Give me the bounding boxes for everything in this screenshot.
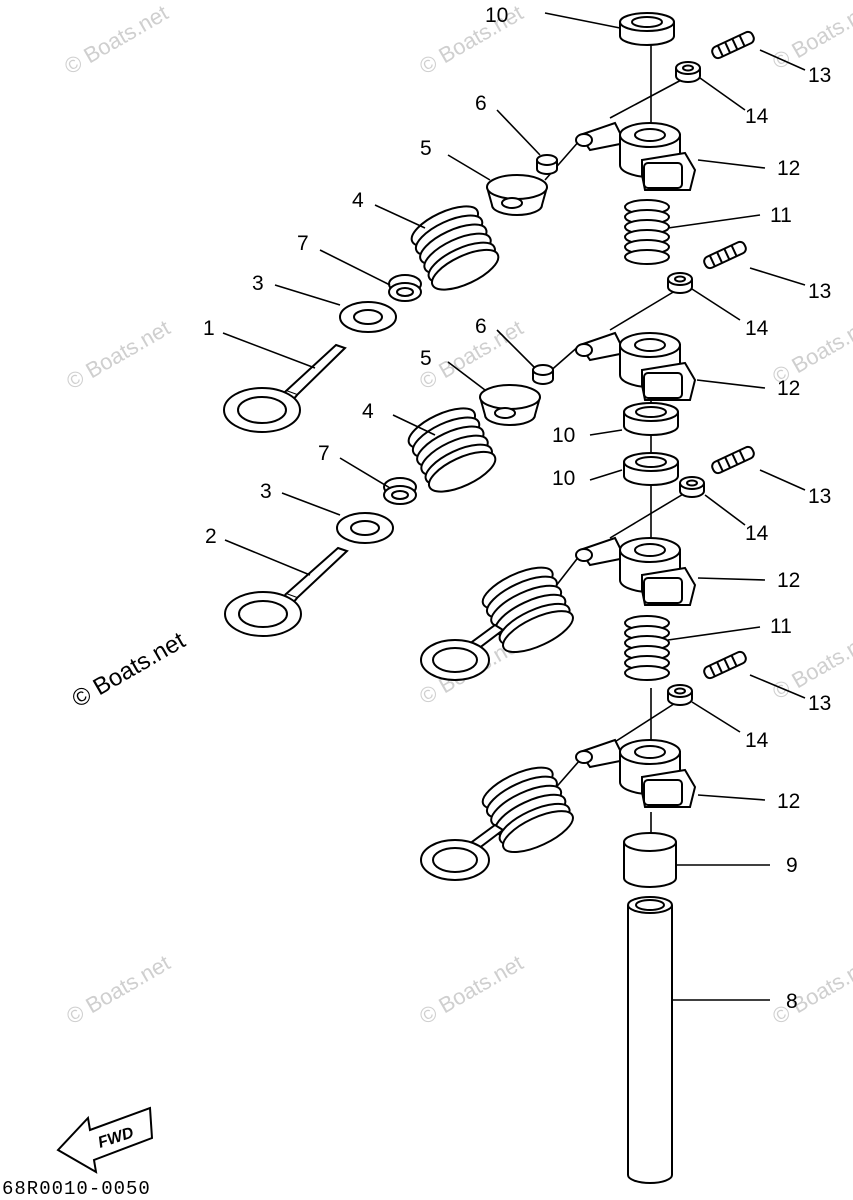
intake-valve-1 [223, 343, 347, 433]
nut-14 [675, 61, 701, 83]
callout-10: 10 [485, 4, 508, 27]
washer-10 [623, 452, 679, 486]
spring-retainer-5 [486, 174, 548, 216]
valve-stem-seal-7 [388, 274, 422, 302]
callout-12: 12 [777, 377, 800, 400]
callout-13: 13 [808, 485, 831, 508]
watermark-prominent: © Boats.net [68, 627, 191, 713]
washer-10 [619, 12, 675, 46]
rocker-pin-13 [711, 30, 755, 60]
spring-seat-3 [339, 301, 397, 333]
watermark: © Boats.net [415, 950, 527, 1029]
callout-13: 13 [808, 64, 831, 87]
exhaust-valve-2 [224, 546, 349, 637]
callout-labels: 10 13 14 6 12 5 11 4 7 3 13 1 14 6 5 12 … [203, 4, 831, 1013]
callout-10: 10 [552, 467, 575, 490]
callout-3: 3 [260, 480, 272, 503]
callout-3: 3 [252, 272, 264, 295]
watermark: © Boats.net [62, 950, 174, 1029]
valve-cotter-6 [532, 364, 554, 385]
watermark: © Boats.net [415, 315, 527, 394]
rocker-spring-11 [624, 615, 670, 681]
valve-stem-seal-7 [383, 477, 417, 505]
spring-seat-3 [336, 512, 394, 544]
valve-spring-4 [410, 205, 500, 291]
assembly-axis [609, 699, 681, 746]
fwd-arrow-icon: FWD [56, 1106, 154, 1174]
rocker-spring-11 [624, 199, 670, 265]
callout-13: 13 [808, 692, 831, 715]
callout-12: 12 [777, 790, 800, 813]
washer-10 [623, 402, 679, 436]
callout-7: 7 [318, 442, 330, 465]
watermark: © Boats.net [60, 0, 172, 79]
callout-11: 11 [770, 204, 792, 227]
callout-12: 12 [777, 569, 800, 592]
callout-14: 14 [745, 729, 769, 752]
nut-14 [679, 476, 705, 498]
assembly-axis [609, 287, 681, 331]
rocker-arm-12 [575, 536, 697, 606]
callout-14: 14 [745, 317, 769, 340]
shaft-collar-9 [623, 832, 677, 888]
callout-7: 7 [297, 232, 309, 255]
rocker-arm-12 [575, 121, 697, 191]
spring-retainer-5 [479, 384, 541, 426]
callout-4: 4 [352, 189, 364, 212]
callout-9: 9 [786, 854, 798, 877]
callout-6: 6 [475, 92, 487, 115]
nut-14 [667, 684, 693, 706]
watermark: © Boats.net [415, 0, 527, 79]
callout-14: 14 [745, 522, 769, 545]
callout-5: 5 [420, 137, 432, 160]
watermark: © Boats.net [768, 950, 853, 1029]
rocker-arm-12 [575, 738, 697, 808]
assembled-valve [420, 766, 574, 881]
diagram-code: 68R0010-0050 [2, 1178, 151, 1200]
callout-13: 13 [808, 280, 831, 303]
callout-2: 2 [205, 525, 217, 548]
valve-cotter-6 [536, 154, 558, 175]
callout-12: 12 [777, 157, 800, 180]
callout-14: 14 [745, 105, 769, 128]
callout-8: 8 [786, 990, 798, 1013]
callout-5: 5 [420, 347, 432, 370]
callout-10: 10 [552, 424, 575, 447]
watermark: © Boats.net [62, 315, 174, 394]
rocker-pin-13 [703, 240, 747, 270]
rocker-arm-12 [575, 331, 697, 401]
callout-11: 11 [770, 615, 792, 638]
assembled-valve [420, 566, 574, 681]
rocker-pin-13 [711, 445, 755, 475]
callout-1: 1 [203, 317, 215, 340]
callout-4: 4 [362, 400, 374, 423]
nut-14 [667, 272, 693, 294]
valve-spring-4 [407, 407, 497, 493]
rocker-shaft-8 [627, 896, 673, 1184]
rocker-pin-13 [703, 650, 747, 680]
leader-lines [222, 12, 806, 1001]
assembly-axis [609, 489, 691, 539]
assembly-axis [609, 77, 686, 119]
callout-6: 6 [475, 315, 487, 338]
